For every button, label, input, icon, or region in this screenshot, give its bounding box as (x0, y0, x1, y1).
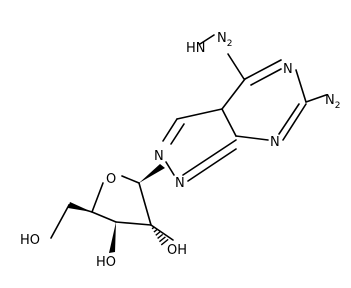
wedge-c4p-c5p (68, 202, 92, 212)
bond-hn-nh2 (199, 34, 215, 45)
label-n-pyrazole-2: N (175, 176, 185, 191)
bond-c5p-o5 (50, 204, 70, 239)
label-o-furanose: O (106, 172, 116, 187)
bond-c3-n2 (162, 118, 178, 142)
hash-line (160, 238, 169, 246)
bond-c7a-c3a (221, 108, 237, 137)
hashed-bond-c2p-oh (151, 226, 169, 246)
bond-c4-n5 (244, 59, 282, 80)
bond-n1-c7a (182, 139, 237, 176)
bond-c2p-c1p (138, 182, 152, 226)
label-hn-hydrazine: HN (186, 41, 206, 56)
hash-line (157, 233, 164, 240)
wedge-c3p-oh (109, 222, 116, 253)
bond-c4-n5-double (250, 68, 282, 86)
bond-c4-nh (227, 53, 245, 80)
bond-c6-n7-double (278, 103, 300, 135)
bond-c3-n2-double (170, 123, 185, 145)
bond-c6-nh2 (305, 94, 327, 103)
hash-line (151, 226, 155, 230)
bond-c3a-c4 (221, 78, 246, 110)
hash-line (158, 236, 166, 243)
wedge-c1p-n (139, 164, 165, 183)
label-oh-primary: HO (20, 233, 40, 248)
label-oh-c2: OH (167, 243, 187, 258)
bond-n1-c7a-double (187, 148, 237, 182)
bond-n5-c6 (295, 69, 307, 103)
bond-o-c4p (91, 182, 104, 213)
bond-c6-n7 (282, 103, 307, 141)
label-n-ring-bottom: N (270, 135, 280, 150)
label-n-ring-top: N (283, 62, 293, 77)
atom-labels: N2 HN N N2 N N N O HO HO OH (20, 31, 340, 270)
bond-c3a-c3 (176, 108, 223, 120)
label-nh2-amine: N2 (325, 93, 340, 111)
hash-line (153, 228, 158, 233)
bond-n7-c7a (235, 135, 269, 141)
label-n-pyrazole-1: N (154, 149, 164, 164)
label-nh2-hydrazine: N2 (217, 31, 232, 49)
bond-n2-n1 (165, 161, 175, 176)
wedge-bonds (68, 164, 165, 253)
bond-c1p-o (121, 175, 140, 184)
bond-c4p-c3p (91, 211, 117, 223)
hash-line (155, 231, 161, 236)
label-oh-c3: HO (96, 255, 116, 270)
bond-c3p-c2p (115, 221, 152, 226)
